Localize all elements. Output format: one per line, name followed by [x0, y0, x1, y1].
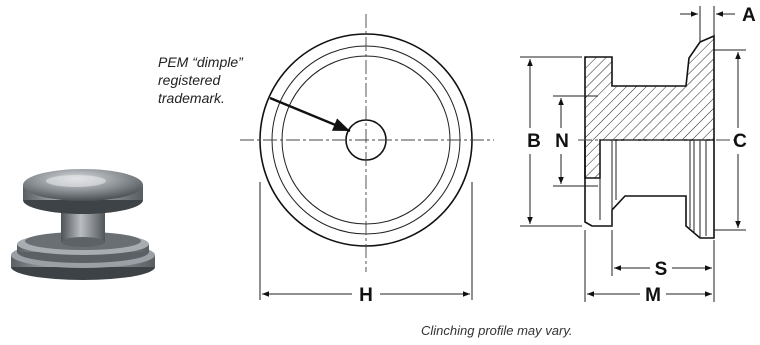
dimple-leader-arrow — [269, 96, 351, 133]
dimension-n-label: N — [555, 131, 569, 152]
section-view: B N C A S M — [520, 5, 756, 306]
caption: Clinching profile may vary. — [421, 323, 572, 338]
dimension-b-label: B — [527, 131, 541, 152]
dimension-a-label: A — [742, 5, 756, 26]
callout-line-3: trademark. — [158, 90, 225, 106]
callout-line-2: registered — [158, 72, 221, 88]
lower-profile — [584, 140, 715, 239]
dimension-m-label: M — [645, 285, 661, 306]
hatched-section — [584, 34, 715, 179]
top-view: H — [240, 14, 494, 306]
dimension-c-label: C — [733, 131, 747, 152]
dimension-h-label: H — [359, 285, 373, 306]
dimple-callout: PEM “dimple” registered trademark. — [158, 54, 244, 106]
callout-line-1: PEM “dimple” — [158, 54, 244, 70]
dimension-s-label: S — [655, 259, 668, 280]
standoff-product-image — [11, 169, 155, 280]
